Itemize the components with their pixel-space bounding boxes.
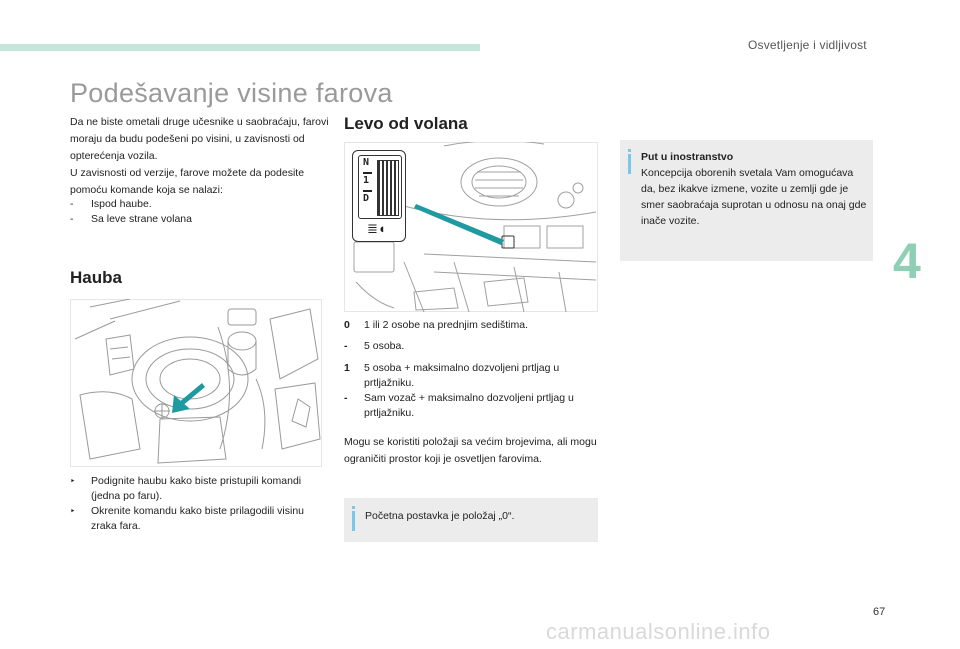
list-item-text: Podignite haubu kako biste pristupili ko… xyxy=(91,475,302,502)
default-setting-infobox: Početna postavka je položaj „0“. xyxy=(344,498,598,542)
position-item: - 5 osoba. xyxy=(344,339,598,354)
page-title: Podešavanje visine farova xyxy=(70,78,393,108)
intro-location-paragraph: U zavisnosti od verzije, farove možete d… xyxy=(70,167,305,196)
position-key: 0 xyxy=(344,319,350,331)
list-item-text: Ispod haube. xyxy=(91,198,152,210)
thumbwheel-frame: N 1 D xyxy=(358,155,402,219)
hood-heading: Hauba xyxy=(70,268,122,287)
bullet-marker: ‣ xyxy=(70,506,76,516)
lhd-heading: Levo od volana xyxy=(344,114,468,133)
default-setting-text: Početna postavka je položaj „0“. xyxy=(365,510,515,522)
position-text: 1 ili 2 osobe na prednjim sedištima. xyxy=(364,319,529,331)
position-key: - xyxy=(344,340,348,352)
section-header: Osvetljenje i vidljivost xyxy=(748,38,867,52)
dial-tick xyxy=(363,190,372,192)
dial-mark-bottom: D xyxy=(363,193,370,204)
position-key: - xyxy=(344,392,348,404)
position-item: 1 5 osoba + maksimalno dozvoljeni prtlja… xyxy=(344,361,598,391)
position-key: 1 xyxy=(344,362,350,374)
hood-illustration xyxy=(70,298,322,467)
page-number: 67 xyxy=(873,606,886,618)
info-icon xyxy=(628,149,631,152)
abroad-title: Put u inostranstvo xyxy=(641,151,734,163)
list-item-text: Okrenite komandu kako biste prilagodili … xyxy=(91,505,305,532)
abroad-infobox: Put u inostranstvo Koncepcija oborenih s… xyxy=(620,140,873,261)
dial-tick xyxy=(363,172,372,174)
list-marker: - xyxy=(70,198,74,210)
dial-mark-top: N xyxy=(363,157,370,168)
dashboard-drawing xyxy=(344,139,598,313)
info-icon-bar xyxy=(352,511,355,531)
intro-paragraph: Da ne biste ometali druge učesnike u sao… xyxy=(70,116,329,162)
position-item: 0 1 ili 2 osobe na prednjim sedištima. xyxy=(344,318,598,333)
list-item: - Ispod haube. xyxy=(70,197,330,212)
info-icon-bar xyxy=(628,154,631,174)
higher-positions-note: Mogu se koristiti položaji sa većim broj… xyxy=(344,436,597,465)
watermark: carmanualsonline.info xyxy=(546,619,771,644)
leveling-dial-callout: N 1 D ≣◖ xyxy=(352,150,406,242)
dial-mark-mid: 1 xyxy=(363,175,370,186)
list-item: ‣ Podignite haubu kako biste pristupili … xyxy=(70,474,325,504)
thumbwheel[interactable] xyxy=(377,160,399,216)
abroad-text: Koncepcija oborenih svetala Vam omogućav… xyxy=(641,167,867,227)
dashboard-illustration: N 1 D ≣◖ xyxy=(344,139,598,313)
headlamp-beam-icon: ≣◖ xyxy=(367,221,386,236)
position-text: 5 osoba. xyxy=(364,340,405,352)
position-text: 5 osoba + maksimalno dozvoljeni prtljag … xyxy=(364,362,560,389)
list-item: - Sa leve strane volana xyxy=(70,212,330,227)
list-item: ‣ Okrenite komandu kako biste prilagodil… xyxy=(70,504,325,534)
dashboard-arrow xyxy=(414,204,504,245)
bullet-marker: ‣ xyxy=(70,476,76,486)
list-item-text: Sa leve strane volana xyxy=(91,213,192,225)
list-marker: - xyxy=(70,213,74,225)
top-accent-bar xyxy=(0,44,480,51)
info-icon xyxy=(352,506,355,509)
position-item: - Sam vozač + maksimalno dozvoljeni prtl… xyxy=(344,391,598,421)
position-text: Sam vozač + maksimalno dozvoljeni prtlja… xyxy=(364,392,574,419)
chapter-number: 4 xyxy=(893,233,921,289)
dial-scale: N 1 D xyxy=(363,158,372,204)
hood-engine-bay-drawing xyxy=(70,298,322,467)
hood-arrow xyxy=(172,383,205,413)
